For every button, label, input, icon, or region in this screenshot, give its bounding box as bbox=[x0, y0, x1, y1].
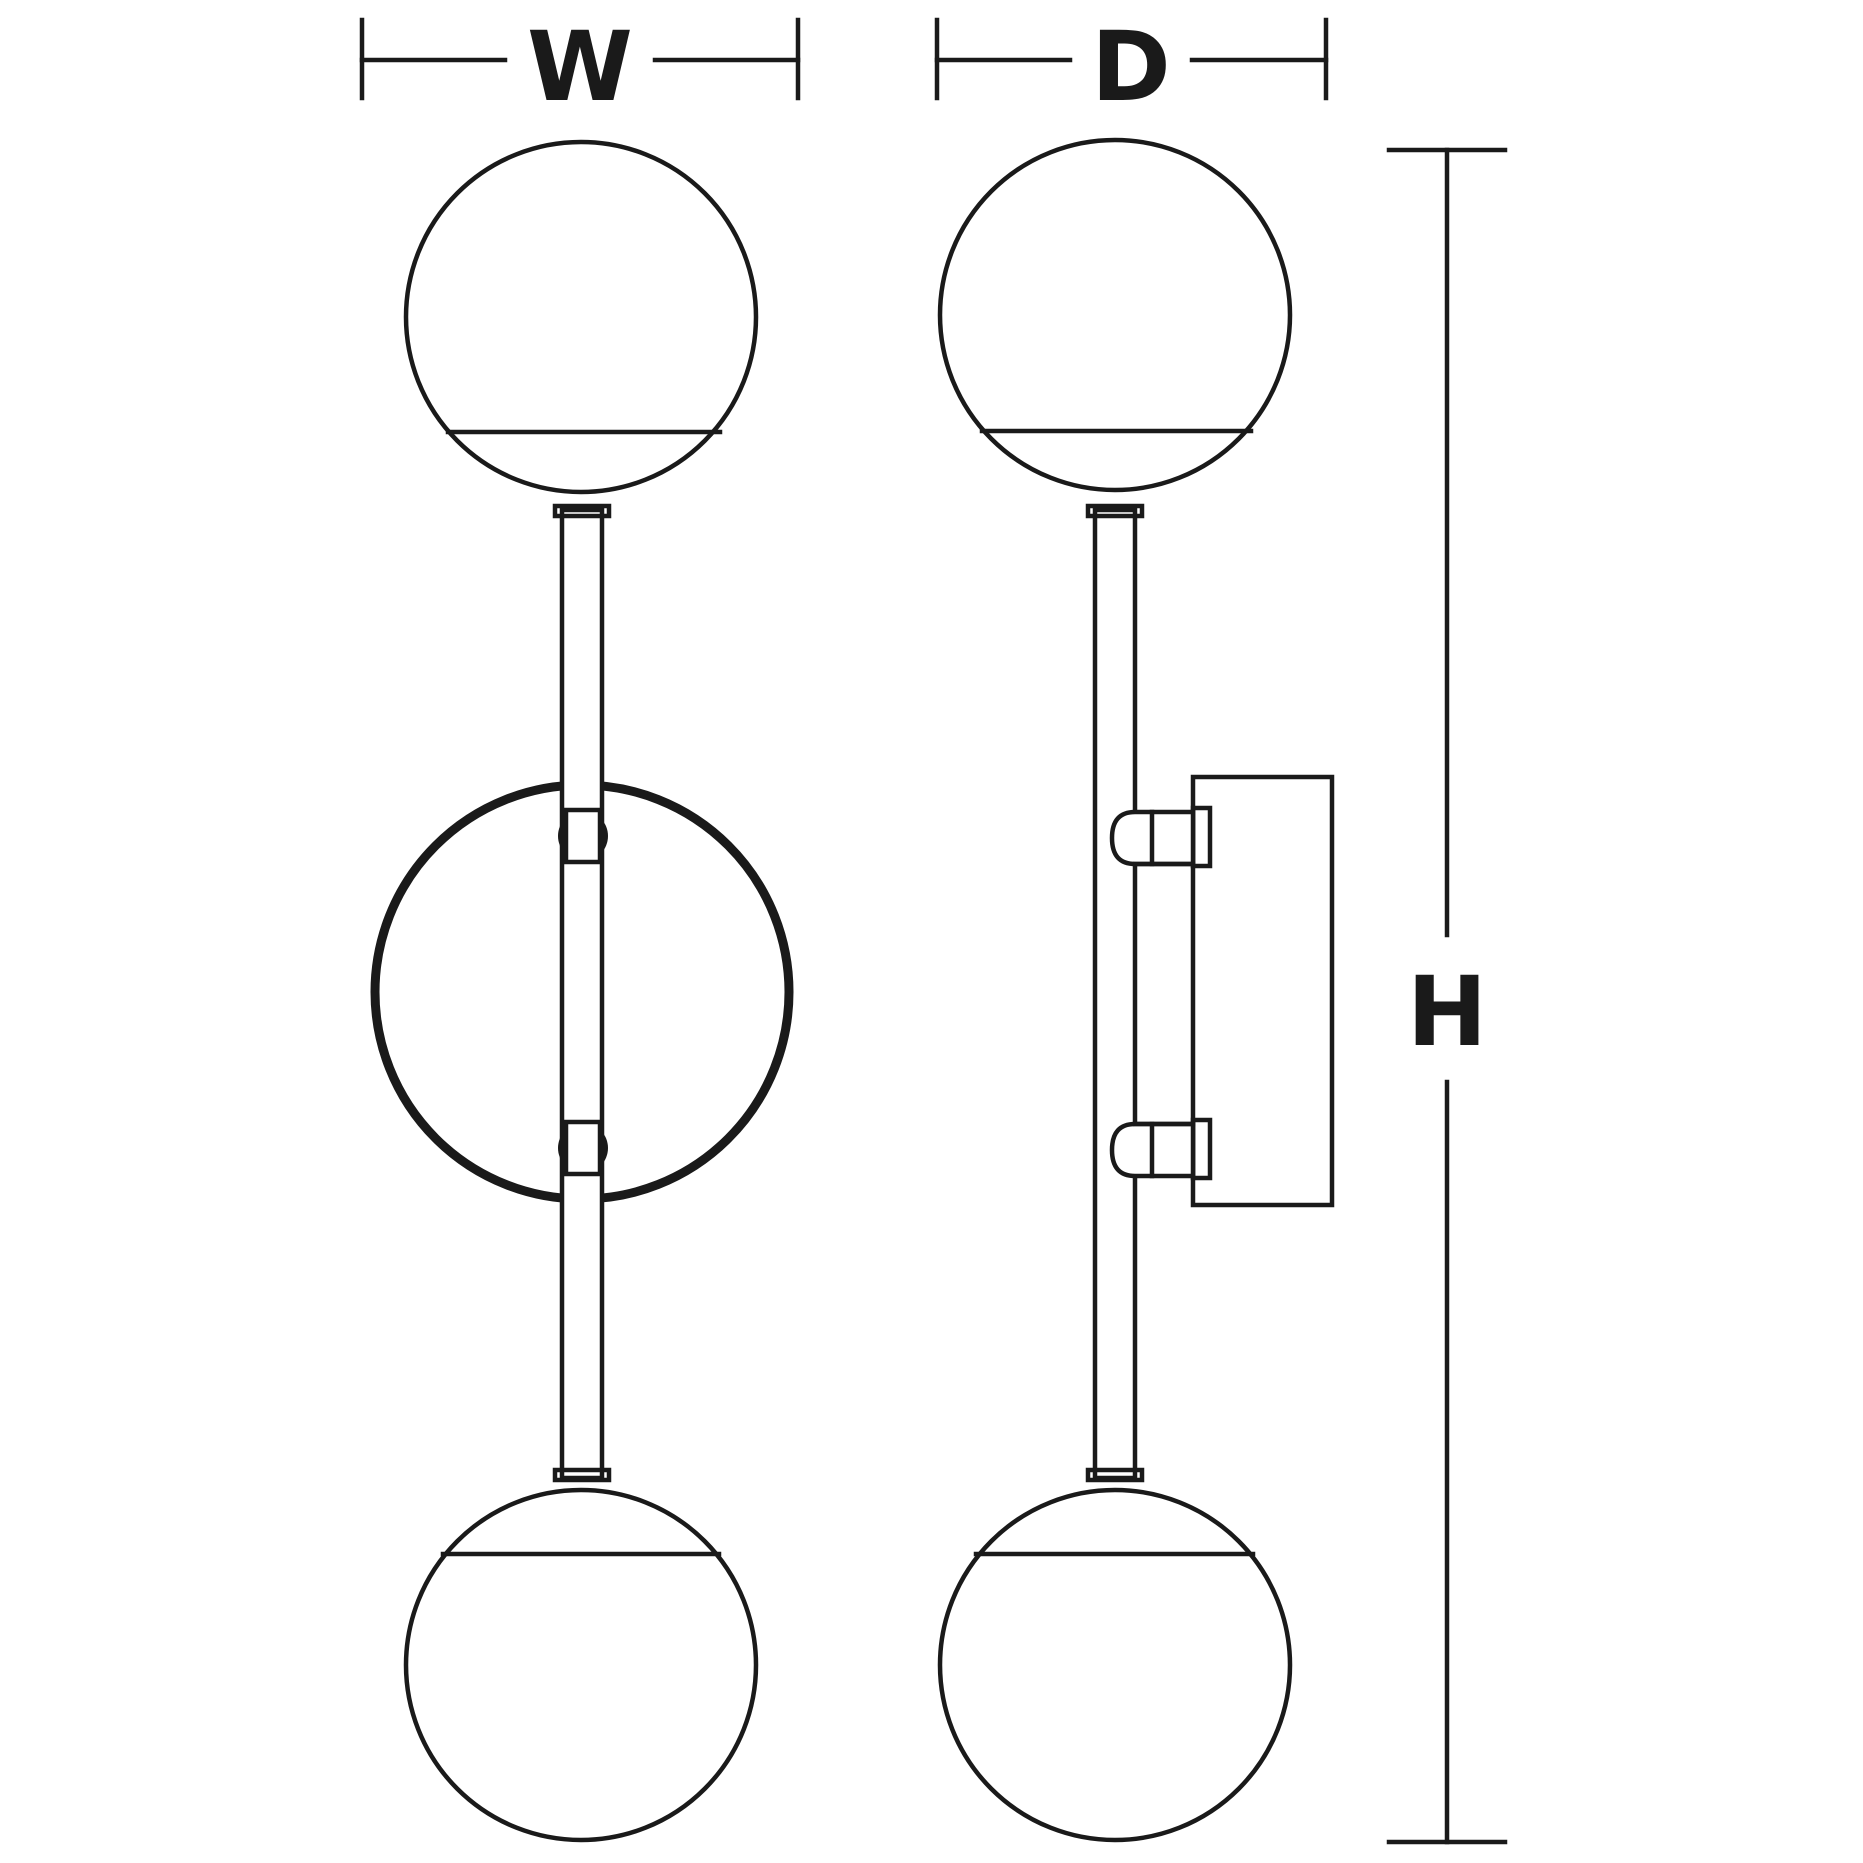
height-dimension: H bbox=[1386, 147, 1508, 1845]
front-screw-bottom-stem-segment bbox=[563, 1119, 603, 1177]
side-bottom-globe bbox=[937, 1487, 1293, 1843]
side-backplate-box bbox=[1190, 774, 1335, 1208]
front-screw-top-stem-segment bbox=[563, 807, 603, 865]
front-stem-top-cap bbox=[552, 503, 612, 519]
depth-dimension: D bbox=[934, 11, 1329, 123]
front-top-globe bbox=[403, 139, 759, 495]
depth-label: D bbox=[1091, 11, 1171, 123]
front-stem bbox=[559, 507, 605, 1481]
side-view bbox=[937, 137, 1335, 1843]
side-stem-bottom-cap bbox=[1085, 1467, 1145, 1483]
side-stem-top-cap bbox=[1085, 503, 1145, 519]
front-stem-bottom-cap bbox=[552, 1467, 612, 1483]
front-view bbox=[370, 139, 794, 1843]
height-label: H bbox=[1407, 956, 1487, 1068]
side-top-globe bbox=[937, 137, 1293, 493]
front-bottom-globe bbox=[403, 1487, 759, 1843]
width-label: W bbox=[527, 11, 633, 123]
width-dimension: W bbox=[359, 11, 801, 123]
side-stem bbox=[1092, 507, 1138, 1481]
